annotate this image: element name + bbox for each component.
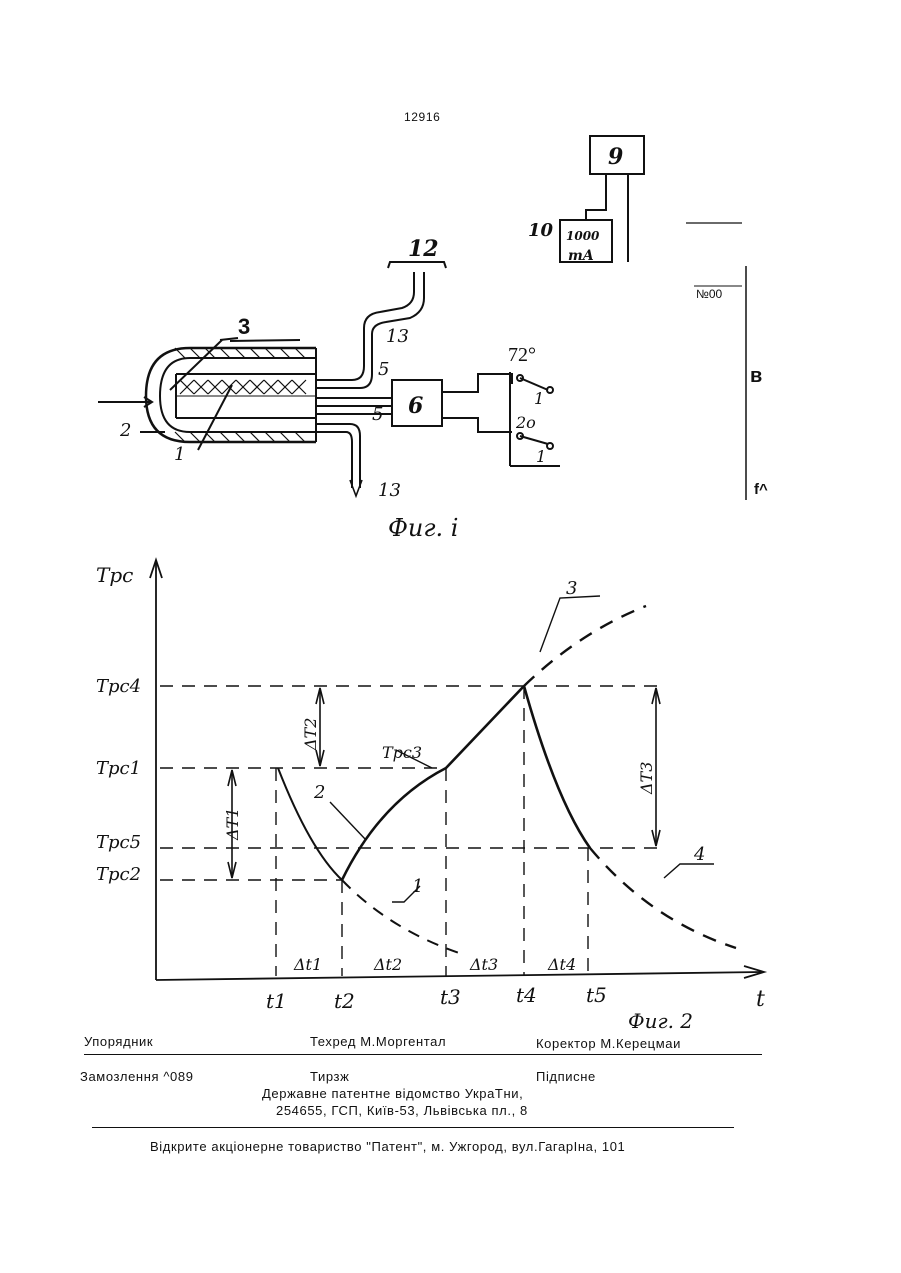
interval-dt3: Δt3 (469, 955, 498, 974)
switch-label-bottom: 1 (536, 447, 546, 466)
footer-address: 254655, ГСП, Київ-53, Львівська пл., 8 (276, 1103, 528, 1118)
footer-printer: Відкрите акціонерне товариство "Патент",… (150, 1139, 625, 1154)
footer-agency: Державне патентне відомство УкраТни, (262, 1086, 523, 1101)
curve-label-2: 2 (313, 782, 325, 803)
footer-circulation: Тирзж (310, 1069, 349, 1084)
delta-label-t1: ΔT1 (223, 808, 242, 841)
interval-dt1: Δt1 (293, 955, 322, 974)
figure-1-diagram: 12 13 13 5 5 6 2 1 1 2о 1 9 10 1000 mA 3… (0, 0, 901, 560)
footer-divider-top (84, 1054, 762, 1055)
figure-2-chart: Tpc t Tpc4 Tpc1 Tpc5 Tpc2 t1 t2 t3 t4 t5… (0, 540, 901, 1040)
label-temp: 72° (508, 344, 536, 366)
curve-1-dashed (342, 880, 462, 954)
curve-1-solid (278, 768, 342, 880)
switch-label-mid: 2о (515, 413, 536, 432)
curve-label-3: 3 (566, 578, 577, 599)
label-5-top: 5 (378, 359, 389, 380)
x-axis-label: t (756, 987, 765, 1012)
x-tick-t4: t4 (516, 983, 537, 1007)
footer-compiler: Упорядник (84, 1034, 153, 1049)
footer-corrector: Коректор М.Керецмаи (536, 1036, 681, 1051)
footer-order: Замозлення ^089 (80, 1069, 194, 1084)
label-12: 12 (408, 236, 439, 262)
curve-label-4: 4 (693, 844, 705, 865)
figure-2-caption: Фиг. 2 (628, 1009, 693, 1033)
label-13-bottom: 13 (378, 480, 401, 501)
delta-label-t3: ΔT3 (637, 762, 656, 795)
x-tick-t5: t5 (586, 983, 607, 1007)
point-tpc3: Tpc3 (382, 743, 422, 762)
y-tick-tpc5: Tpc5 (96, 832, 141, 853)
label-10: 10 (528, 220, 554, 241)
footer-divider-bottom (92, 1127, 734, 1128)
curve-4-solid (524, 686, 590, 848)
label-9: 9 (608, 144, 623, 170)
interval-dt4: Δt4 (547, 955, 576, 974)
x-tick-t3: t3 (440, 985, 461, 1009)
label-3: 3 (238, 314, 250, 339)
label-side-b: в (750, 365, 762, 387)
curve-4-dashed (590, 848, 736, 948)
label-1: 1 (174, 444, 185, 465)
label-6: 6 (408, 393, 423, 419)
label-5-bottom: 5 (372, 404, 383, 425)
delta-label-t2: ΔT2 (301, 718, 320, 751)
x-axis (156, 972, 762, 980)
y-axis-label: Tpc (96, 563, 133, 587)
switch-label-top: 1 (534, 389, 544, 408)
label-number: №00 (696, 287, 723, 301)
x-tick-t2: t2 (334, 989, 355, 1013)
x-tick-t1: t1 (266, 989, 287, 1013)
y-tick-tpc2: Tpc2 (96, 864, 141, 885)
interval-dt2: Δt2 (373, 955, 402, 974)
label-2: 2 (119, 420, 131, 441)
figure-1-caption: Фиг. і (388, 514, 458, 542)
y-tick-tpc4: Tpc4 (96, 676, 141, 697)
curve-label-1: 1 (412, 876, 423, 897)
meter-unit: mA (568, 248, 594, 264)
curve-2 (342, 686, 524, 880)
label-side-f: f^ (754, 481, 768, 498)
y-tick-tpc1: Tpc1 (96, 758, 141, 779)
label-13-top: 13 (386, 326, 409, 347)
footer-signed: Підписне (536, 1069, 596, 1084)
meter-top: 1000 (566, 229, 600, 243)
footer-techred: Техред М.Моргентал (310, 1034, 446, 1049)
